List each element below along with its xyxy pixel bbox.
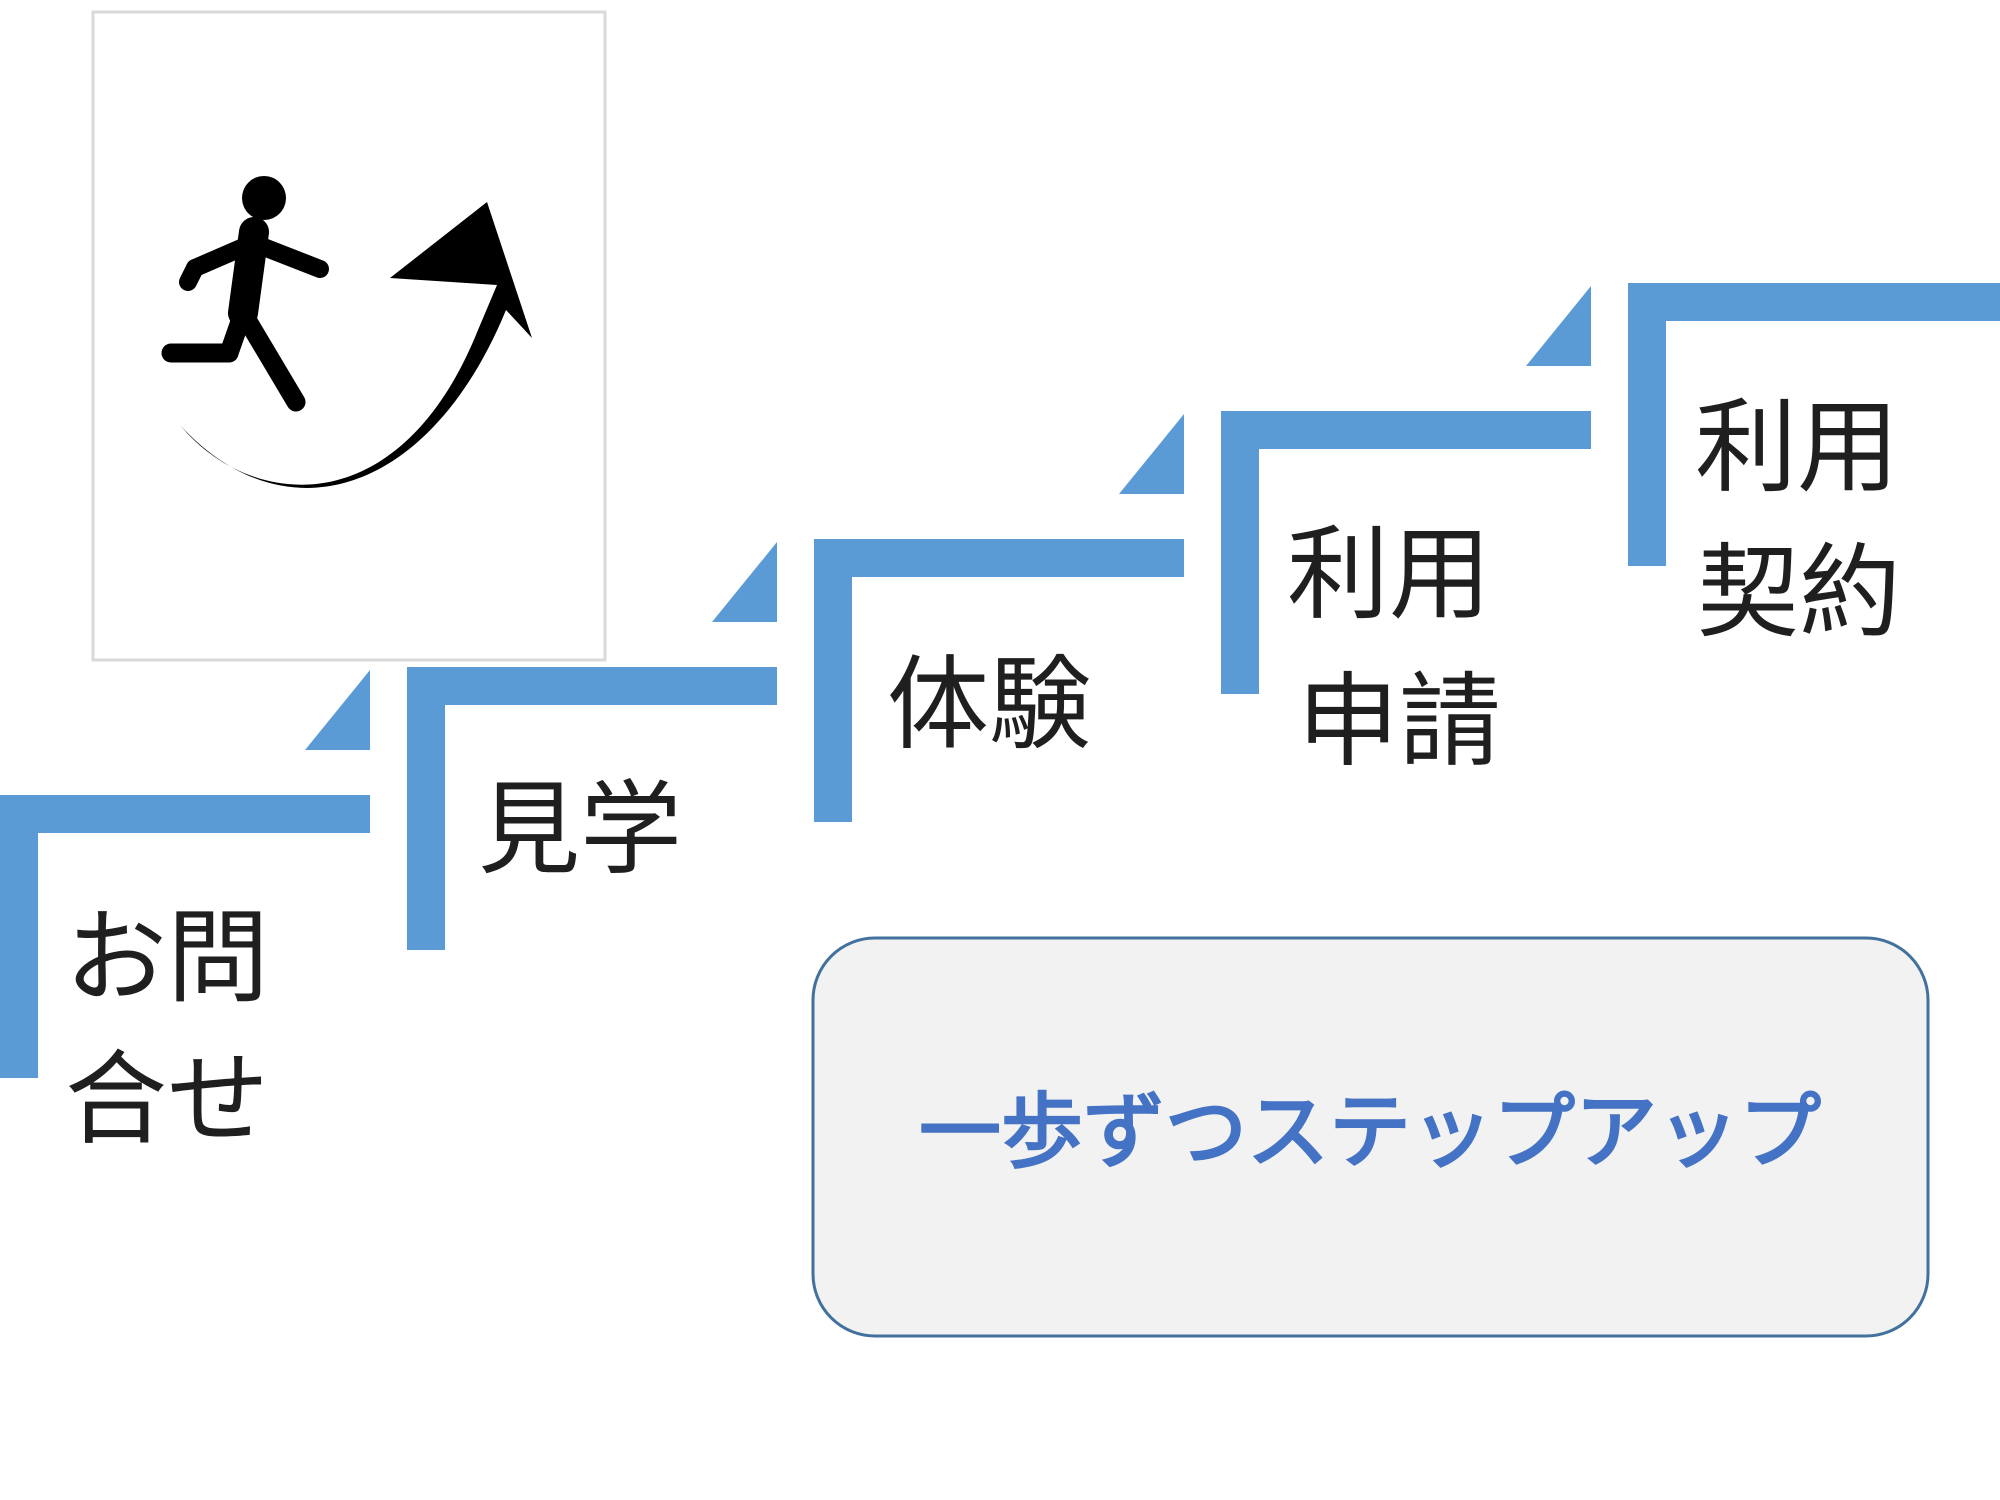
running-person-icon xyxy=(161,176,329,412)
step-4-label: 利用 申請 xyxy=(1287,516,1501,782)
step-3-label: 体験 xyxy=(887,646,1091,765)
step-5-label: 利用 契約 xyxy=(1695,389,1901,653)
icon-card xyxy=(91,10,607,662)
step-5-label-line1: 利用 xyxy=(1695,389,1899,508)
step-3-connector xyxy=(1119,414,1184,494)
banner-box xyxy=(811,936,1930,1338)
step-1-connector xyxy=(305,670,370,750)
step-labels: お問 合せ 見学 体験 利用 申請 利用 契約 xyxy=(65,389,1901,1160)
banner-text: 一歩ずつステップアップ xyxy=(919,1085,1821,1180)
step-2-bracket xyxy=(407,667,777,950)
person-climbing-arrow-icon xyxy=(161,176,532,488)
staircase xyxy=(0,283,2000,1078)
step-1-label-line2: 合せ xyxy=(65,1041,269,1160)
step-4-bracket xyxy=(1221,411,1591,694)
step-4-connector xyxy=(1526,286,1591,366)
step-1-label: お問 合せ xyxy=(65,899,269,1160)
step-1-bracket xyxy=(0,795,370,1078)
step-3-bracket xyxy=(814,539,1184,822)
step-1-label-line1: お問 xyxy=(65,899,269,1018)
curved-arrow-icon xyxy=(180,202,532,488)
step-4 xyxy=(1221,286,1591,694)
step-2 xyxy=(407,542,777,950)
step-up-banner: 一歩ずつステップアップ xyxy=(811,936,1930,1338)
step-5-bracket xyxy=(1628,283,2000,566)
step-2-connector xyxy=(712,542,777,622)
step-1 xyxy=(0,670,370,1078)
step-5-label-line2: 契約 xyxy=(1697,534,1901,653)
step-3-label-line1: 体験 xyxy=(887,646,1091,765)
step-2-label: 見学 xyxy=(478,771,682,890)
step-4-label-line1: 利用 xyxy=(1287,516,1491,635)
step-5 xyxy=(1628,283,2000,566)
step-4-label-line2: 申請 xyxy=(1297,663,1501,782)
step-3 xyxy=(814,414,1184,822)
step-2-label-line1: 見学 xyxy=(478,771,682,890)
